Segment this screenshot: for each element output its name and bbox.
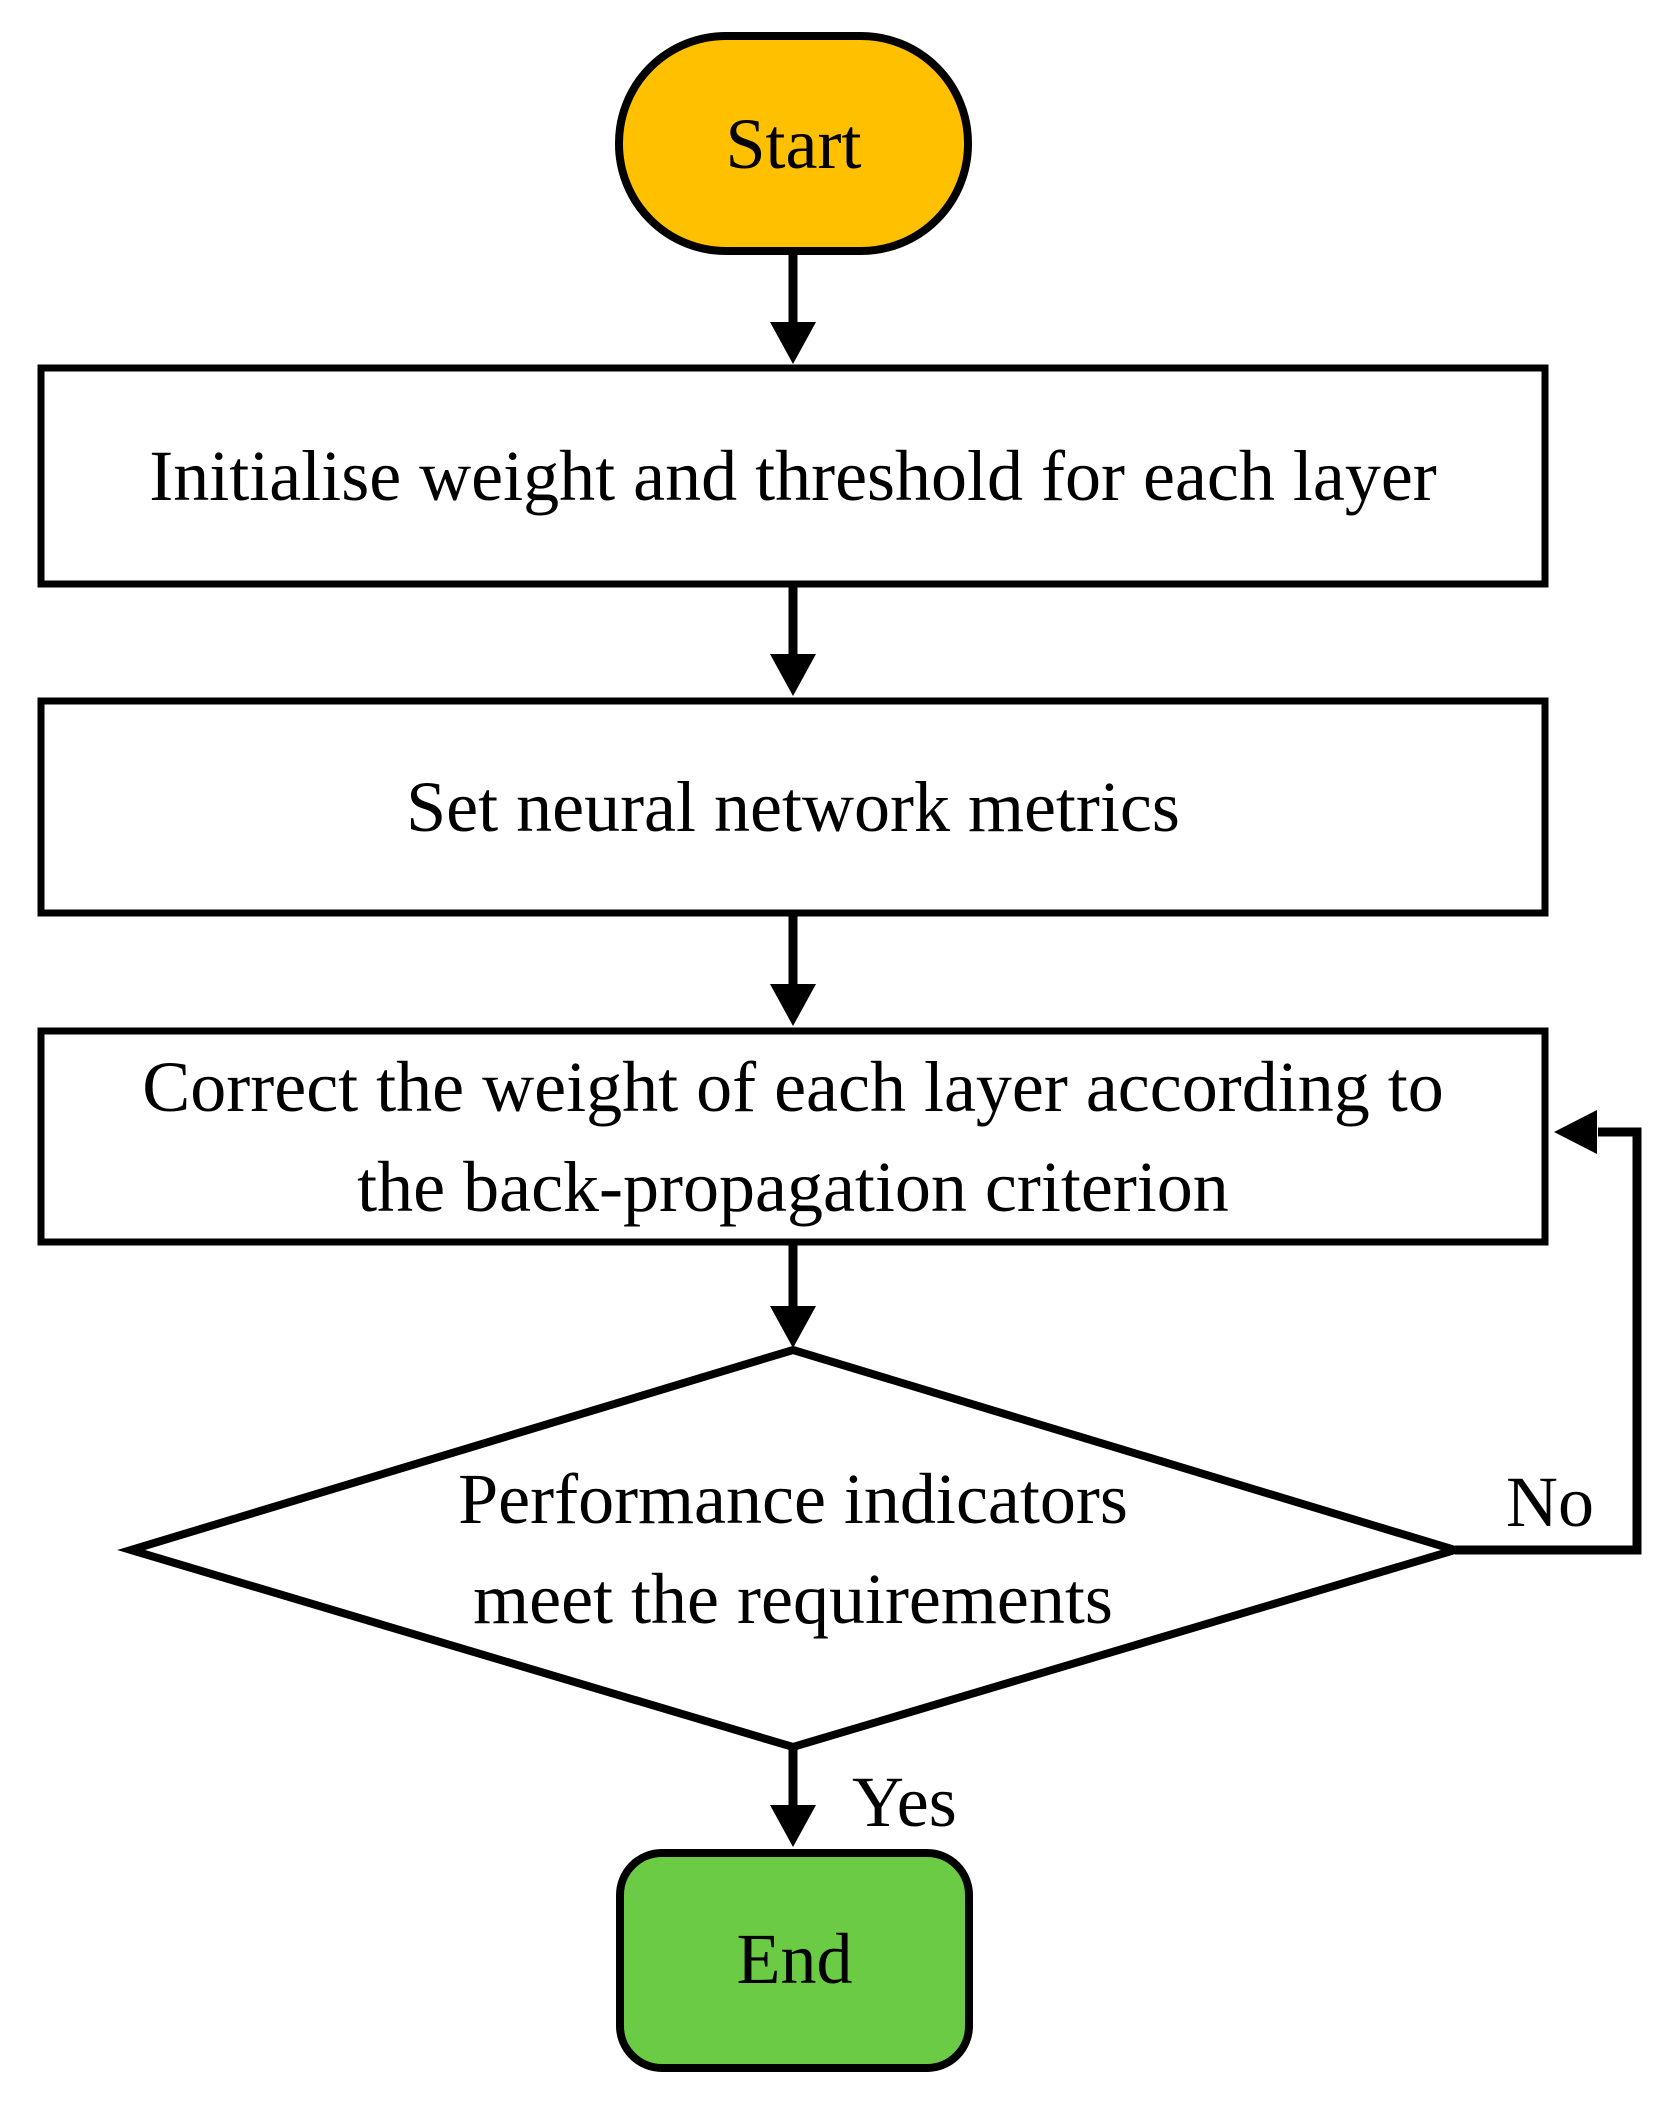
arrowhead-init-metrics <box>770 654 816 696</box>
correct-node-label-line1: Correct the weight of each layer accordi… <box>142 1046 1444 1127</box>
decision-node-label-line1: Performance indicators <box>458 1458 1128 1539</box>
decision-node-shape <box>117 1345 1469 1752</box>
arrowhead-metrics-correct <box>770 984 816 1026</box>
decision-node-label: Performance indicators meet the requirem… <box>131 1350 1455 1747</box>
arrowhead-correct-decision <box>770 1306 816 1348</box>
init-node-shape <box>37 364 1549 588</box>
correct-node-label: Correct the weight of each layer accordi… <box>38 1028 1548 1245</box>
yes-branch-label: Yes <box>852 1762 957 1842</box>
arrowhead-no-loop <box>1554 1110 1597 1154</box>
start-node-label: Start <box>725 103 862 184</box>
end-node-shape <box>616 1849 973 2072</box>
decision-node-label-line2: meet the requirements <box>473 1558 1113 1639</box>
arrowhead-decision-end <box>770 1805 816 1847</box>
metrics-node-label: Set neural network metrics <box>406 767 1180 847</box>
metrics-node-shape <box>37 697 1549 917</box>
correct-node-shape <box>37 1027 1549 1246</box>
no-branch-label: No <box>1506 1462 1594 1542</box>
init-node-label: Initialise weight and threshold for each… <box>149 436 1437 516</box>
correct-node-label-line2: the back-propagation criterion <box>357 1146 1229 1227</box>
arrowhead-start-init <box>770 322 816 364</box>
edge-no-loop <box>1455 1127 1642 1555</box>
start-node-shape <box>615 32 972 255</box>
end-node-label: End <box>736 1918 853 1999</box>
